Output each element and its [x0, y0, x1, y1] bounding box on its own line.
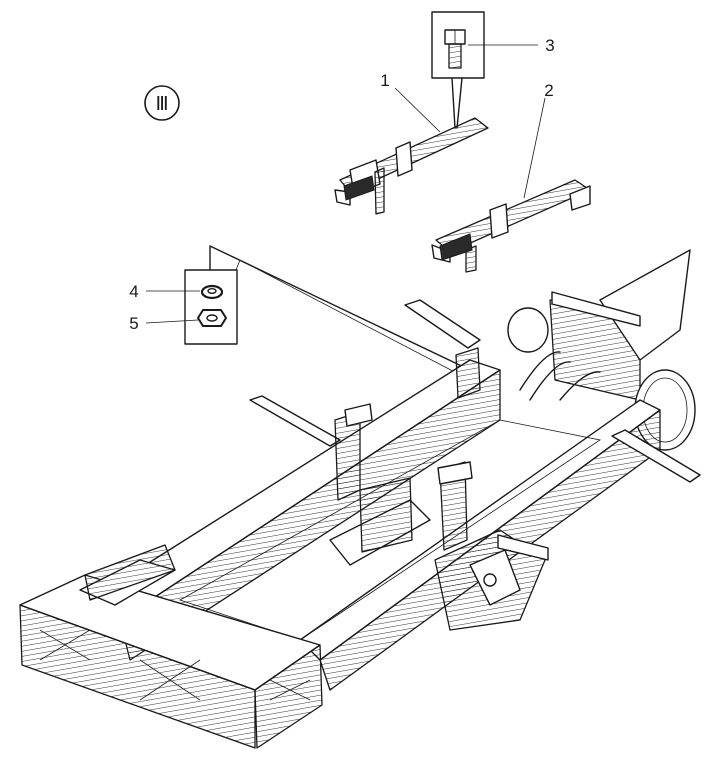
callout-4-label: 4 [129, 282, 138, 301]
section-marker: Ⅲ [144, 85, 180, 121]
bolt-inset [431, 11, 485, 129]
callout-5-label: 5 [129, 314, 138, 333]
callout-1-label: 1 [380, 71, 389, 90]
nut-icon [197, 309, 227, 327]
callout-3: 3 [468, 36, 555, 55]
section-marker-label: Ⅲ [155, 94, 168, 115]
callout-5: 5 [129, 314, 199, 333]
chassis-frame [19, 249, 701, 749]
callout-2: 2 [523, 81, 554, 199]
bolt-icon [444, 29, 466, 69]
callout-3-label: 3 [545, 36, 554, 55]
part-1-rail [334, 117, 489, 215]
part-2-rail [431, 179, 591, 273]
callout-1: 1 [380, 71, 441, 133]
nut-inset [184, 245, 471, 381]
callout-2-label: 2 [544, 81, 553, 100]
washer-icon [200, 284, 224, 300]
callout-4: 4 [129, 282, 200, 301]
